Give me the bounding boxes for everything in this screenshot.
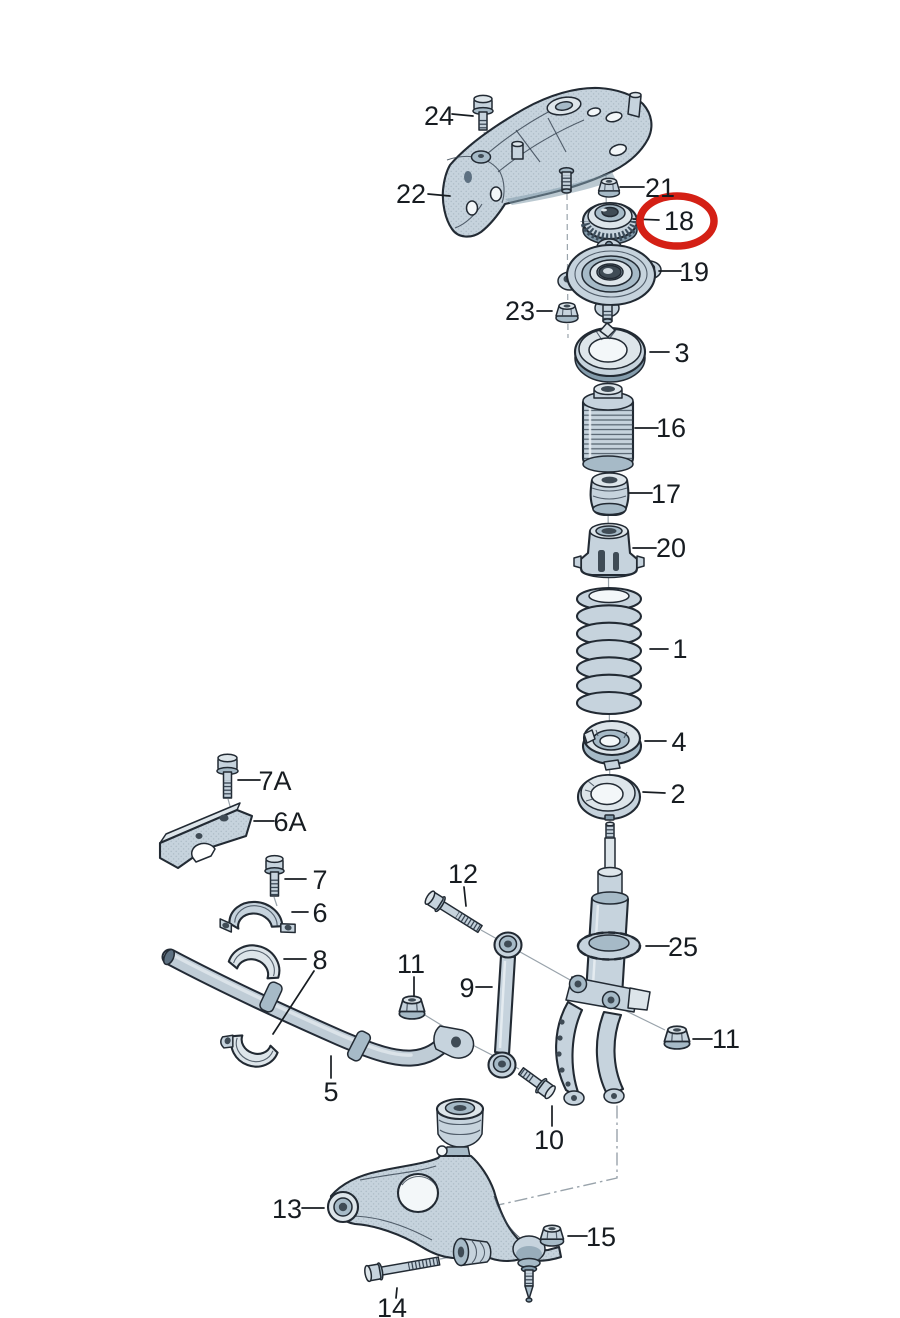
part-8-bushing-upper-illustration [227, 944, 281, 980]
part-8-bushing-lower-illustration [220, 1034, 279, 1068]
callout-label-7: 7 [312, 865, 327, 895]
nut-illustration-21 [597, 177, 621, 198]
callout-label-4: 4 [671, 727, 686, 757]
strut-to-arm-centerline [484, 1082, 618, 1231]
callout-label-22: 22 [396, 179, 426, 209]
callout-label-11-right: 11 [712, 1024, 740, 1054]
callout-label-14: 14 [377, 1293, 407, 1318]
leader-8-diagonal [272, 970, 315, 1035]
callout-label-6: 6 [312, 898, 327, 928]
callout-label-19: 19 [679, 257, 709, 287]
strut-fork-right-blade [595, 1010, 625, 1098]
leader-12 [463, 886, 467, 907]
part-1-coil-spring-illustration [575, 586, 643, 716]
leader-14 [395, 1287, 398, 1299]
callout-label-16: 16 [656, 413, 686, 443]
callout-label-9: 9 [459, 973, 474, 1003]
part-19-strut-mount-illustration [557, 238, 662, 324]
part-17-bump-stop-illustration [589, 472, 630, 517]
part-18-bearing-illustration [580, 201, 640, 245]
callout-label-10: 10 [534, 1125, 564, 1155]
bolt-illustration-7 [264, 854, 285, 897]
callout-label-7a: 7A [258, 766, 291, 796]
leader-24 [451, 113, 474, 117]
callout-label-8: 8 [312, 945, 327, 975]
part-4-retainer-illustration [581, 719, 643, 771]
part-22-bracket-illustration [441, 86, 653, 238]
bolt-illustration-24 [472, 94, 494, 131]
callout-label-1: 1 [672, 634, 687, 664]
callout-label-17: 17 [651, 479, 681, 509]
callout-label-23: 23 [505, 296, 535, 326]
part-5-stabilizer-bar-illustration [161, 948, 475, 1067]
callout-label-18: 18 [664, 206, 694, 236]
part-3-spring-seat-illustration [573, 322, 647, 383]
callout-label-25: 25 [668, 932, 698, 962]
nut-illustration-11-right [663, 1025, 691, 1050]
callout-label-24: 24 [424, 101, 454, 131]
leader-22 [427, 193, 451, 197]
nut-illustration-15 [539, 1224, 565, 1247]
nut-illustration-11-left [398, 995, 426, 1020]
part-6a-bracket-illustration [158, 802, 254, 870]
callout-label-13: 13 [272, 1194, 302, 1224]
callout-label-15: 15 [586, 1222, 616, 1252]
part-20-cap-illustration [573, 522, 645, 579]
part-6-clamp-illustration [219, 900, 296, 934]
callout-label-5: 5 [323, 1077, 338, 1107]
bolt-illustration-14 [364, 1256, 441, 1283]
highlight-ellipse-18 [636, 192, 718, 250]
callout-label-3: 3 [674, 338, 689, 368]
part-16-boot-illustration [581, 382, 635, 473]
nut-illustration-23 [555, 302, 579, 324]
callout-label-11-left: 11 [397, 949, 425, 979]
bolt-illustration-7a [216, 753, 239, 799]
seat-cusp [599, 322, 616, 338]
callout-label-6a: 6A [273, 807, 306, 837]
leader-2 [642, 791, 666, 794]
part-25-strut-illustration [555, 821, 651, 1106]
knurled-edge [580, 221, 640, 243]
arm-lightening-hole [396, 1172, 440, 1214]
part-2-spring-seat-illustration [576, 773, 642, 821]
callout-label-2: 2 [670, 779, 685, 809]
bolt7-axis-line [273, 896, 278, 907]
callout-labels: 24 22 21 18 19 23 3 16 17 20 1 4 2 25 11… [258, 101, 740, 1318]
callout-label-20: 20 [656, 533, 686, 563]
callout-label-21: 21 [645, 173, 675, 203]
bracket-dome-boss [546, 96, 582, 116]
bolt-illustration-10 [517, 1067, 556, 1100]
callout-label-12: 12 [448, 859, 478, 889]
part-13-control-arm-illustration [326, 1097, 563, 1303]
bolt-illustration-12 [424, 890, 483, 934]
part-9-stabilizer-link-illustration [487, 931, 523, 1079]
bar-open-end [162, 948, 176, 966]
